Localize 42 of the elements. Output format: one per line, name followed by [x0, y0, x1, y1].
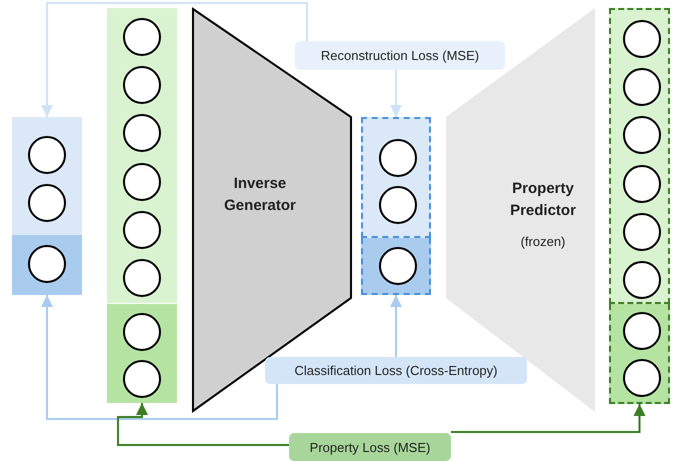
layer-column — [609, 8, 670, 304]
neuron-circle — [379, 186, 417, 224]
neuron-circle — [622, 261, 660, 299]
arrow — [41, 2, 308, 117]
neuron-circle — [28, 184, 66, 222]
block-title: Property Predictor — [509, 179, 577, 221]
neuron-circle — [622, 165, 660, 203]
layer-column — [107, 303, 177, 403]
neuron-circle — [123, 211, 161, 249]
layer-column — [609, 304, 670, 404]
neuron-circle — [123, 313, 161, 351]
block-title: Inverse Generator — [223, 174, 297, 216]
loss-label: Classification Loss (Cross-Entropy) — [265, 357, 527, 384]
neuron-circle — [123, 114, 161, 152]
neuron-circle — [622, 68, 660, 106]
neuron-circle — [622, 213, 660, 251]
layer-column — [361, 117, 431, 238]
loss-label: Property Loss (MSE) — [289, 433, 451, 461]
neuron-circle — [123, 18, 161, 56]
neuron-circle — [28, 245, 66, 283]
neuron-circle — [28, 136, 66, 174]
neuron-circle — [379, 139, 417, 177]
neuron-circle — [622, 20, 660, 58]
neuron-circle — [123, 259, 161, 297]
neuron-circle — [622, 312, 660, 350]
neuron-circle — [123, 66, 161, 104]
arrow — [451, 404, 646, 433]
layer-column — [12, 117, 82, 235]
layer-column — [107, 8, 177, 303]
arrow — [390, 295, 402, 357]
note-text: (frozen) — [520, 234, 566, 249]
arrow — [117, 403, 289, 446]
layer-column — [12, 235, 82, 295]
layer-column — [361, 238, 431, 295]
neuron-circle — [379, 247, 417, 285]
arrow — [390, 70, 402, 117]
arrow — [41, 295, 278, 420]
neuron-circle — [123, 360, 161, 398]
neuron-circle — [622, 116, 660, 154]
loss-label: Reconstruction Loss (MSE) — [295, 41, 505, 70]
neuron-circle — [123, 163, 161, 201]
neuron-circle — [622, 359, 660, 397]
